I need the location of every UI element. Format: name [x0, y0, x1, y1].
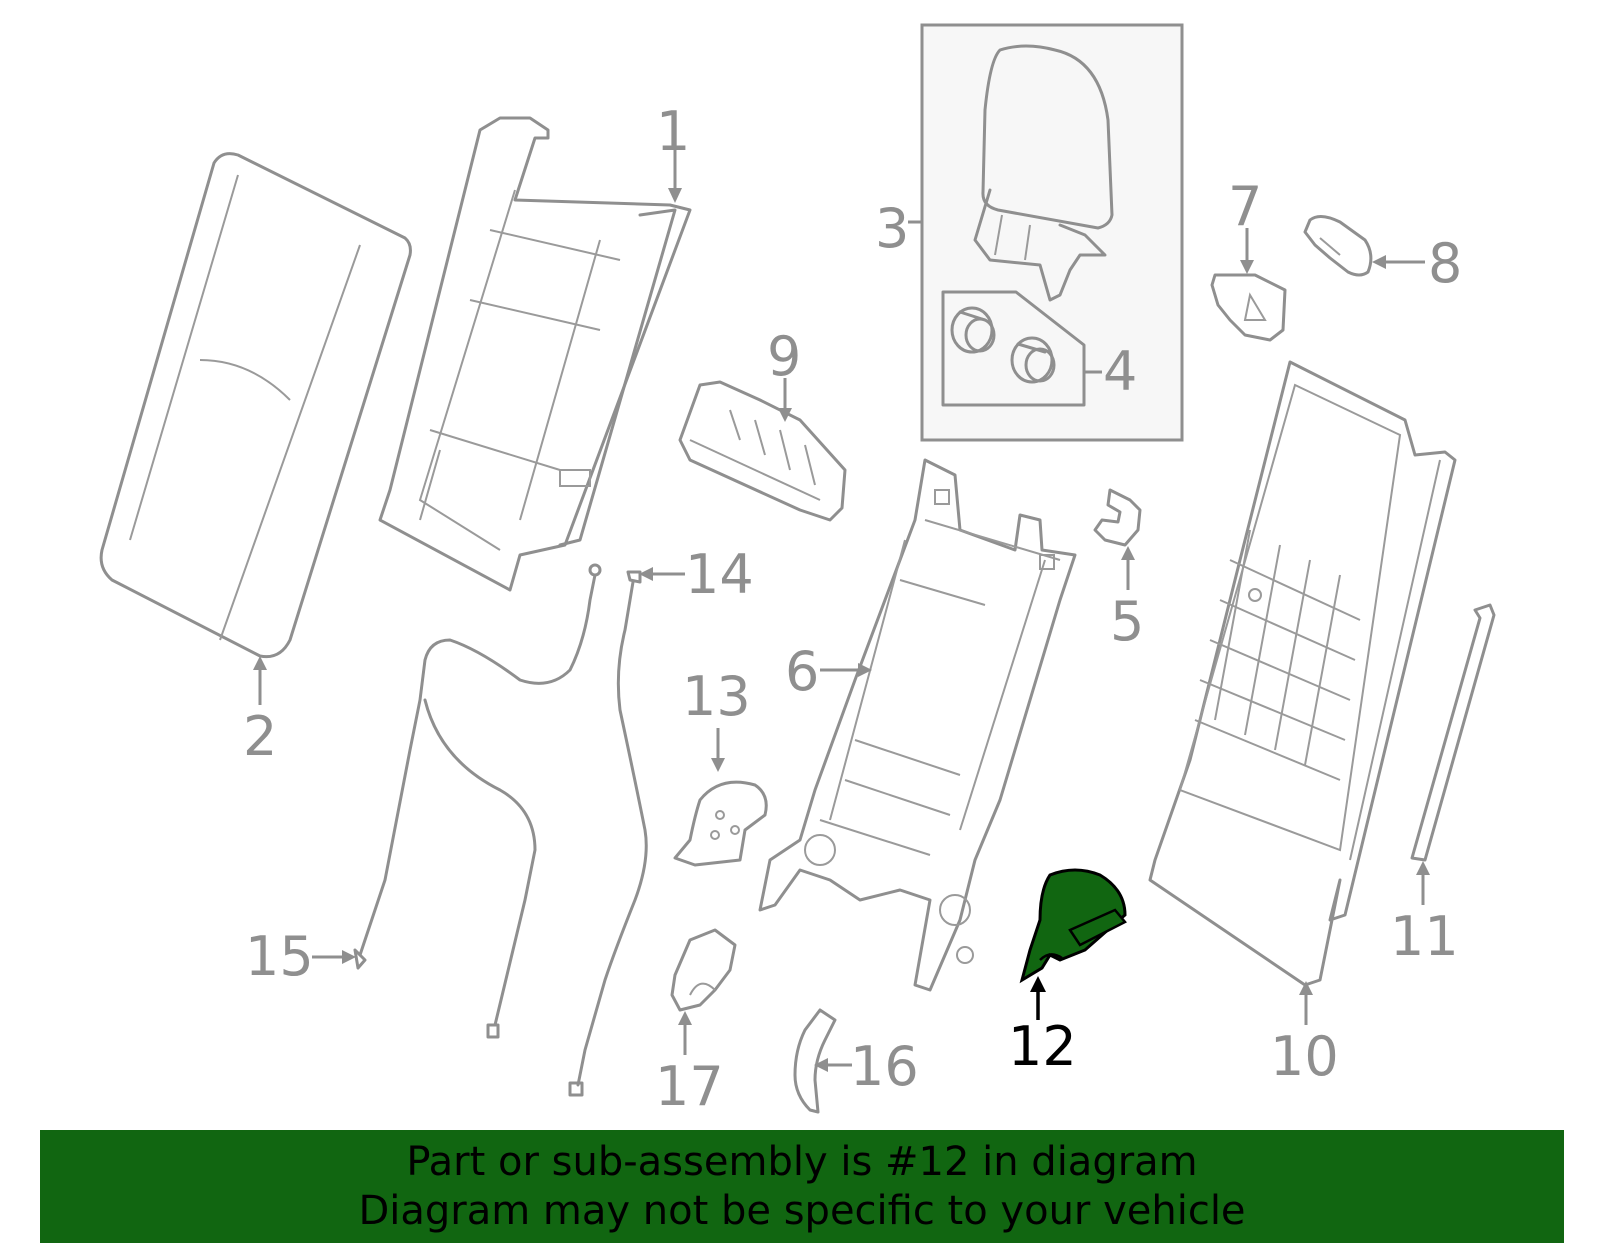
- label-1: 1: [656, 100, 690, 163]
- label-17: 17: [655, 1055, 724, 1118]
- part-8-lever-cover[interactable]: [1303, 215, 1373, 277]
- label-8: 8: [1428, 232, 1462, 295]
- part-4-guide-bushings[interactable]: [950, 306, 1056, 384]
- label-9: 9: [767, 325, 801, 388]
- banner-line-2: Diagram may not be specific to your vehi…: [358, 1188, 1246, 1234]
- leader-lines: [253, 150, 1430, 1072]
- part-1-seatback-frame[interactable]: [378, 116, 692, 592]
- label-14: 14: [685, 543, 754, 606]
- label-3: 3: [875, 197, 909, 260]
- label-13: 13: [682, 665, 751, 728]
- banner-line-1: Part or sub-assembly is #12 in diagram: [406, 1139, 1198, 1185]
- part-15-cable[interactable]: [353, 563, 602, 1039]
- callout-labels: 1 2 3 4 5 6 7 8 9 10 11 12 13 14 15 16 1…: [243, 100, 1462, 1118]
- part-13-cover[interactable]: [673, 780, 768, 867]
- part-6-frame-assembly[interactable]: [758, 458, 1077, 992]
- part-16-trim[interactable]: [793, 1008, 837, 1114]
- label-10: 10: [1270, 1025, 1339, 1088]
- label-12: 12: [1008, 1015, 1077, 1078]
- label-11: 11: [1390, 905, 1459, 968]
- label-2: 2: [243, 705, 277, 768]
- part-11-trim-strip[interactable]: [1410, 603, 1496, 862]
- label-7: 7: [1228, 175, 1262, 238]
- part-7-guide-bracket[interactable]: [1210, 273, 1287, 342]
- label-4: 4: [1103, 340, 1137, 403]
- label-16: 16: [850, 1035, 919, 1098]
- part-4-inset-box: [941, 290, 1086, 407]
- part-14-cable[interactable]: [568, 570, 648, 1097]
- label-15: 15: [245, 925, 314, 988]
- part-9-recliner-cover[interactable]: [678, 380, 847, 522]
- part-10-back-panel[interactable]: [1148, 360, 1457, 987]
- info-banner: Part or sub-assembly is #12 in diagram D…: [40, 1130, 1564, 1243]
- label-6: 6: [785, 640, 819, 703]
- part-17-cover[interactable]: [670, 928, 737, 1012]
- part-5-clip[interactable]: [1093, 488, 1142, 547]
- label-5: 5: [1110, 590, 1144, 653]
- part-12-highlighted[interactable]: [1019, 868, 1127, 984]
- headrest-inset-box: [920, 23, 1184, 442]
- part-3-headrest[interactable]: [973, 44, 1114, 302]
- part-2-seatback-cover[interactable]: [99, 152, 412, 659]
